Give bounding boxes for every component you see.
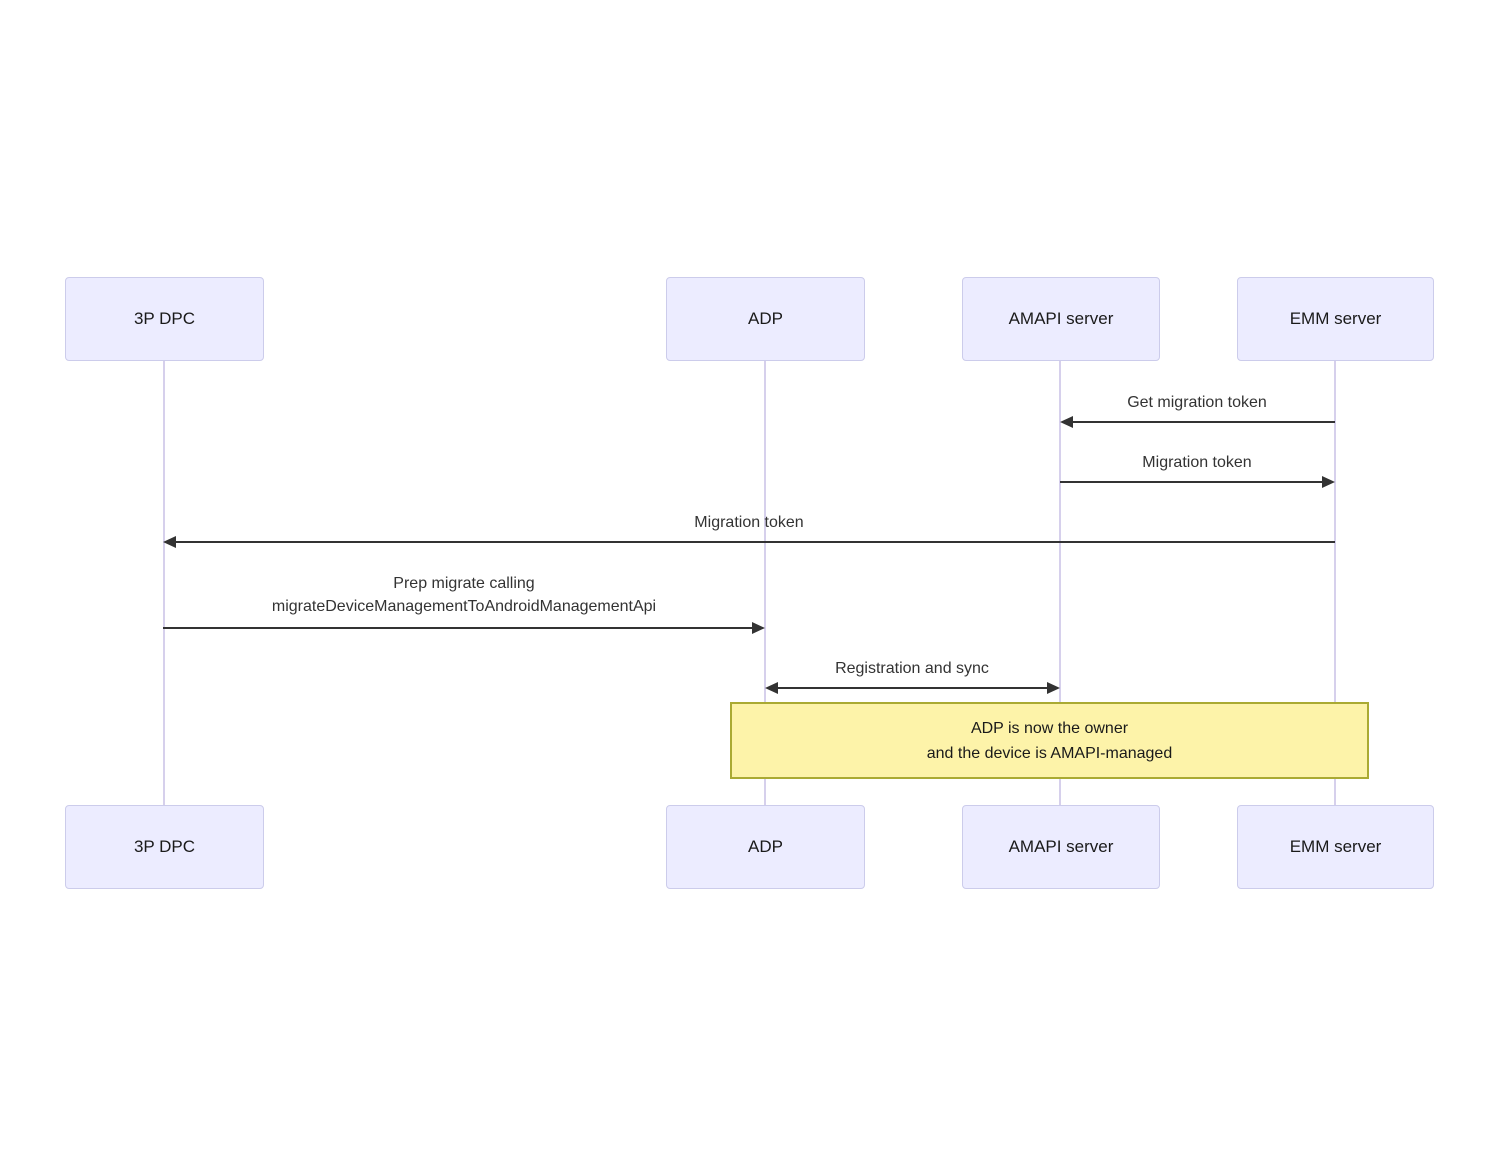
message-label-prep-migrate: Prep migrate calling migrateDeviceManage… bbox=[272, 572, 656, 618]
lifeline-3p-dpc bbox=[163, 361, 165, 805]
message-label-migration-token: Migration token bbox=[1142, 454, 1252, 471]
message-line bbox=[778, 687, 1047, 689]
message-line bbox=[176, 541, 1335, 543]
lifeline-adp bbox=[764, 361, 766, 805]
actor-label: 3P DPC bbox=[133, 837, 196, 856]
message-label-line-2: migrateDeviceManagementToAndroidManageme… bbox=[271, 598, 657, 615]
actor-top-emm-server: EMM server bbox=[1237, 277, 1434, 361]
lifeline-amapi-server bbox=[1059, 361, 1061, 805]
arrowhead-right-icon bbox=[752, 622, 765, 634]
actor-label: AMAPI server bbox=[1008, 309, 1114, 328]
actor-label: 3P DPC bbox=[133, 309, 196, 328]
actor-bottom-adp: ADP bbox=[666, 805, 865, 889]
arrowhead-left-icon bbox=[1060, 416, 1073, 428]
message-label-get-migration-token: Get migration token bbox=[1127, 394, 1267, 411]
message-line bbox=[1060, 481, 1322, 483]
actor-top-3p-dpc: 3P DPC bbox=[65, 277, 264, 361]
actor-top-adp: ADP bbox=[666, 277, 865, 361]
actor-top-amapi-server: AMAPI server bbox=[962, 277, 1160, 361]
note-line-1: ADP is now the owner bbox=[970, 719, 1129, 737]
arrowhead-left-icon bbox=[163, 536, 176, 548]
arrowhead-right-icon bbox=[1047, 682, 1060, 694]
message-line bbox=[1073, 421, 1335, 423]
note-adp-owner: ADP is now the owner and the device is A… bbox=[730, 702, 1369, 779]
actor-label: ADP bbox=[748, 309, 783, 328]
note-line-2: and the device is AMAPI-managed bbox=[926, 744, 1173, 762]
arrowhead-left-icon bbox=[765, 682, 778, 694]
message-line bbox=[163, 627, 752, 629]
message-label-registration-and-sync: Registration and sync bbox=[835, 660, 989, 677]
lifeline-emm-server bbox=[1334, 361, 1336, 805]
message-label-migration-token-2: Migration token bbox=[694, 514, 804, 531]
message-label-line-1: Prep migrate calling bbox=[393, 575, 535, 592]
arrowhead-right-icon bbox=[1322, 476, 1335, 488]
actor-bottom-amapi-server: AMAPI server bbox=[962, 805, 1160, 889]
actor-label: AMAPI server bbox=[1008, 837, 1114, 856]
actor-label: EMM server bbox=[1289, 309, 1382, 328]
actor-label: EMM server bbox=[1289, 837, 1382, 856]
actor-label: ADP bbox=[748, 837, 783, 856]
actor-bottom-3p-dpc: 3P DPC bbox=[65, 805, 264, 889]
actor-bottom-emm-server: EMM server bbox=[1237, 805, 1434, 889]
